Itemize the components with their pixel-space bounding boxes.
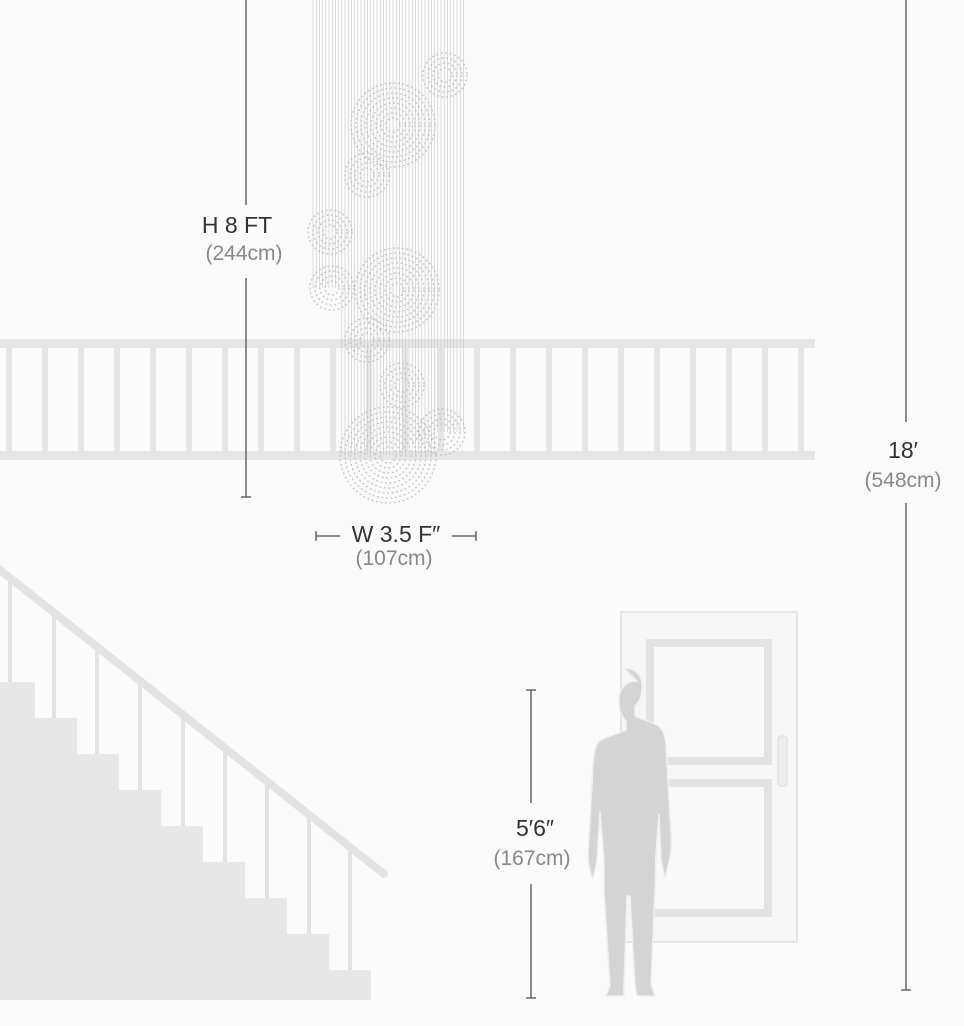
baluster <box>582 348 588 451</box>
door-handle <box>777 735 788 787</box>
crystal-sphere <box>379 362 425 408</box>
crystal-sphere <box>309 265 355 311</box>
baluster <box>186 348 192 451</box>
baluster <box>690 348 696 451</box>
baluster <box>654 348 660 451</box>
baluster <box>78 348 84 451</box>
door-panel-upper <box>646 639 772 765</box>
baluster <box>618 348 624 451</box>
baluster <box>114 348 120 451</box>
baluster <box>222 348 228 451</box>
crystal-sphere <box>418 408 466 456</box>
crystal-sphere <box>307 209 353 255</box>
baluster <box>366 348 372 451</box>
baluster <box>42 348 48 451</box>
dimension-lines <box>241 0 911 999</box>
ceiling-height-metric-label: (548cm) <box>864 469 942 492</box>
balcony-railing <box>0 339 815 460</box>
width-label: W 3.5 F″ <box>351 521 441 547</box>
staircase <box>0 564 388 1000</box>
baluster <box>6 348 12 451</box>
baluster <box>258 348 264 451</box>
crystal-sphere <box>344 152 390 198</box>
baluster <box>150 348 156 451</box>
chandelier <box>307 0 468 504</box>
baluster <box>402 348 408 451</box>
baluster <box>546 348 552 451</box>
top-rail <box>0 339 815 348</box>
crystal-sphere <box>422 52 468 98</box>
height-label: H 8 FT <box>201 212 273 238</box>
crystal-sphere <box>350 82 436 168</box>
crystal-sphere <box>354 247 440 333</box>
height-metric-label: (244cm) <box>205 242 283 265</box>
bottom-rail <box>0 451 815 460</box>
baluster <box>474 348 480 451</box>
crystal-sphere <box>339 406 437 504</box>
stair-balusters <box>8 577 352 970</box>
baluster <box>330 348 336 451</box>
baluster <box>762 348 768 451</box>
baluster <box>798 348 804 451</box>
baluster <box>510 348 516 451</box>
ceiling-height-label: 18′ <box>888 437 918 463</box>
width-metric-label: (107cm) <box>355 547 433 570</box>
person-height-label: 5′6″ <box>515 815 555 841</box>
baluster <box>294 348 300 451</box>
crystal-sphere <box>344 317 390 363</box>
person-silhouette <box>587 667 672 997</box>
stair-handrail <box>0 564 388 878</box>
stair-steps <box>0 682 371 1000</box>
baluster <box>726 348 732 451</box>
person-height-metric-label: (167cm) <box>493 847 571 870</box>
